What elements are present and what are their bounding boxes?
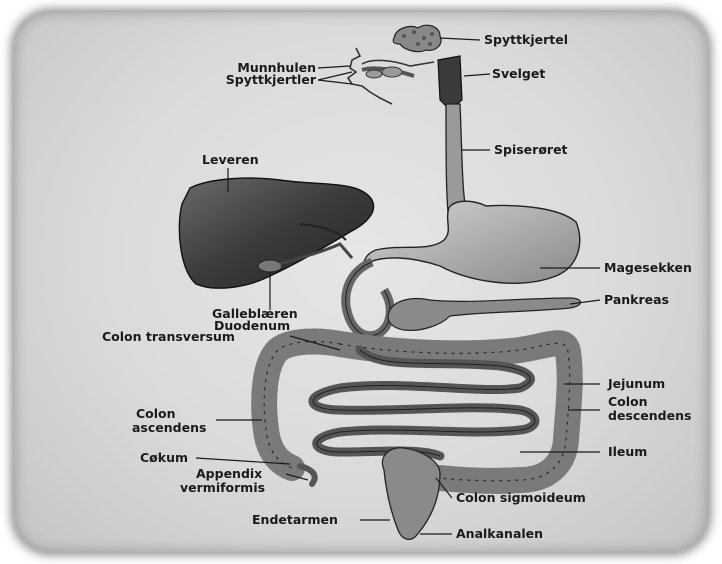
label-cokum: Cøkum <box>140 450 188 465</box>
label-pankreas: Pankreas <box>604 292 669 307</box>
pancreas <box>388 298 581 330</box>
label-colon-descendens-1: Colon <box>608 394 648 409</box>
label-leveren: Leveren <box>202 152 259 167</box>
label-appendix-1: Appendix <box>196 466 262 481</box>
label-analkanalen: Analkanalen <box>456 526 543 541</box>
head-outline <box>348 48 434 104</box>
liver <box>179 178 373 288</box>
label-spiseroret: Spiserøret <box>494 142 568 157</box>
label-spyttkjertler: Spyttkjertler <box>226 72 317 87</box>
stomach <box>364 201 579 283</box>
label-colon-transversum: Colon transversum <box>102 329 235 344</box>
label-colon-descendens-2: descendens <box>608 408 691 423</box>
label-appendix-2: vermiformis <box>180 480 265 495</box>
label-spyttkjertel: Spyttkjertel <box>484 32 568 47</box>
label-ileum: Ileum <box>608 444 647 459</box>
label-colon-ascendens-2: ascendens <box>132 420 206 435</box>
pharynx <box>438 56 462 110</box>
salivary-gland-small <box>382 67 402 77</box>
gallbladder <box>258 260 282 272</box>
esophagus <box>446 104 466 212</box>
label-jejunum: Jejunum <box>607 376 665 391</box>
label-colon-ascendens-1: Colon <box>136 406 176 421</box>
salivary-gland-parotid <box>393 25 441 51</box>
rectum <box>382 448 440 540</box>
label-svelget: Svelget <box>492 66 545 81</box>
label-magesekken: Magesekken <box>604 260 692 275</box>
label-colon-sigmoideum: Colon sigmoideum <box>456 490 586 505</box>
label-endetarmen: Endetarmen <box>252 512 338 527</box>
